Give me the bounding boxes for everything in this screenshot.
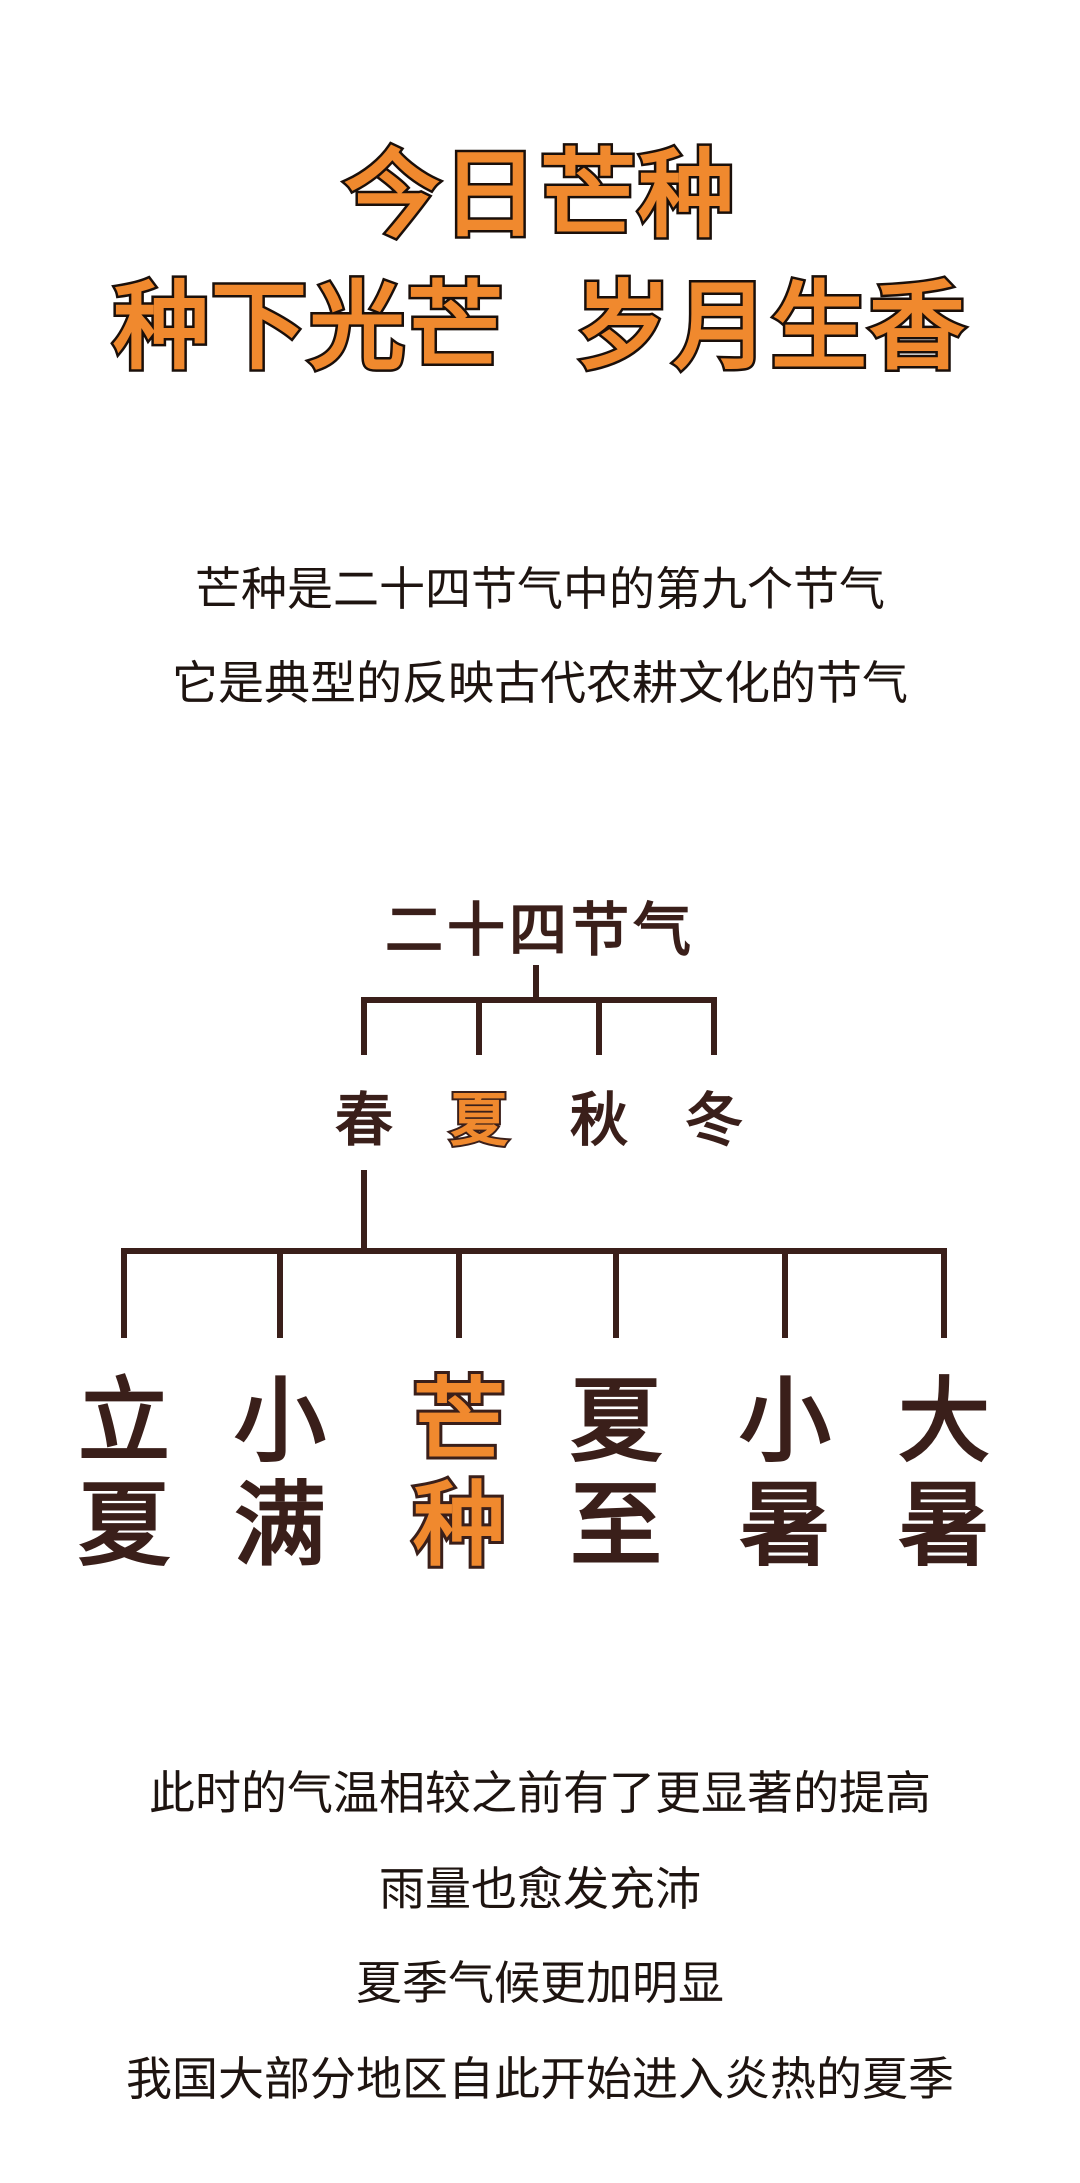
tree-season-bar [361, 997, 717, 1003]
title-line-2-part-2: 岁月生香 [573, 270, 968, 385]
tree-root-stem [533, 965, 539, 1000]
title-line-1: 今日芒种 [342, 138, 737, 253]
tree-terms-bar [121, 1248, 947, 1254]
term-xiazhi: 夏 至 [546, 1370, 686, 1578]
tree-drop-term-1 [121, 1248, 127, 1338]
term-xiazhi-char-1: 夏 [569, 1368, 662, 1475]
term-mangzhong-char-1: 芒 [410, 1367, 508, 1477]
title-line-2-part-1: 种下光芒 [111, 270, 506, 385]
term-dashu: 大 暑 [874, 1370, 1014, 1578]
term-lixia: 立 夏 [54, 1370, 194, 1578]
term-xiaoman-char-2: 满 [233, 1472, 326, 1579]
tree-drop-summer [476, 997, 482, 1055]
season-spring: 春 [334, 1086, 393, 1154]
tree-root-label: 二十四节气 [384, 896, 695, 964]
term-xiaoshu-char-2: 暑 [738, 1472, 831, 1579]
term-xiazhi-char-2: 至 [569, 1472, 662, 1579]
term-xiaoshu-char-1: 小 [738, 1368, 831, 1475]
term-xiaoman: 小 满 [210, 1370, 350, 1578]
tree-drop-term-6 [941, 1248, 947, 1338]
term-mangzhong: 芒 种 [389, 1367, 529, 1581]
tree-drop-autumn [596, 997, 602, 1055]
outro-line-1: 此时的气温相较之前有了更显著的提高 [149, 1766, 931, 1820]
outro-line-4: 我国大部分地区自此开始进入炎热的夏季 [126, 2052, 954, 2106]
tree-drop-spring [361, 997, 367, 1055]
tree-drop-term-2 [277, 1248, 283, 1338]
term-xiaoshu: 小 暑 [715, 1370, 855, 1578]
season-winter: 冬 [684, 1086, 743, 1154]
outro-line-2: 雨量也愈发充沛 [379, 1862, 701, 1916]
intro-line-2: 它是典型的反映古代农耕文化的节气 [172, 656, 908, 710]
term-xiaoman-char-1: 小 [233, 1368, 326, 1475]
season-summer: 夏 [448, 1084, 510, 1156]
tree-drop-term-5 [782, 1248, 788, 1338]
term-lixia-char-2: 夏 [77, 1472, 170, 1579]
tree-drop-term-4 [613, 1248, 619, 1338]
tree-drop-term-3 [456, 1248, 462, 1338]
intro-line-1: 芒种是二十四节气中的第九个节气 [195, 562, 885, 616]
tree-spring-stem [361, 1170, 367, 1252]
tree-drop-winter [711, 997, 717, 1055]
term-dashu-char-2: 暑 [897, 1472, 990, 1579]
outro-line-3: 夏季气候更加明显 [356, 1956, 724, 2010]
season-autumn: 秋 [569, 1086, 628, 1154]
term-lixia-char-1: 立 [77, 1368, 170, 1475]
term-dashu-char-1: 大 [897, 1368, 990, 1475]
term-mangzhong-char-2: 种 [410, 1471, 508, 1581]
title-line-2: 种下光芒岁月生香 [0, 270, 1080, 385]
